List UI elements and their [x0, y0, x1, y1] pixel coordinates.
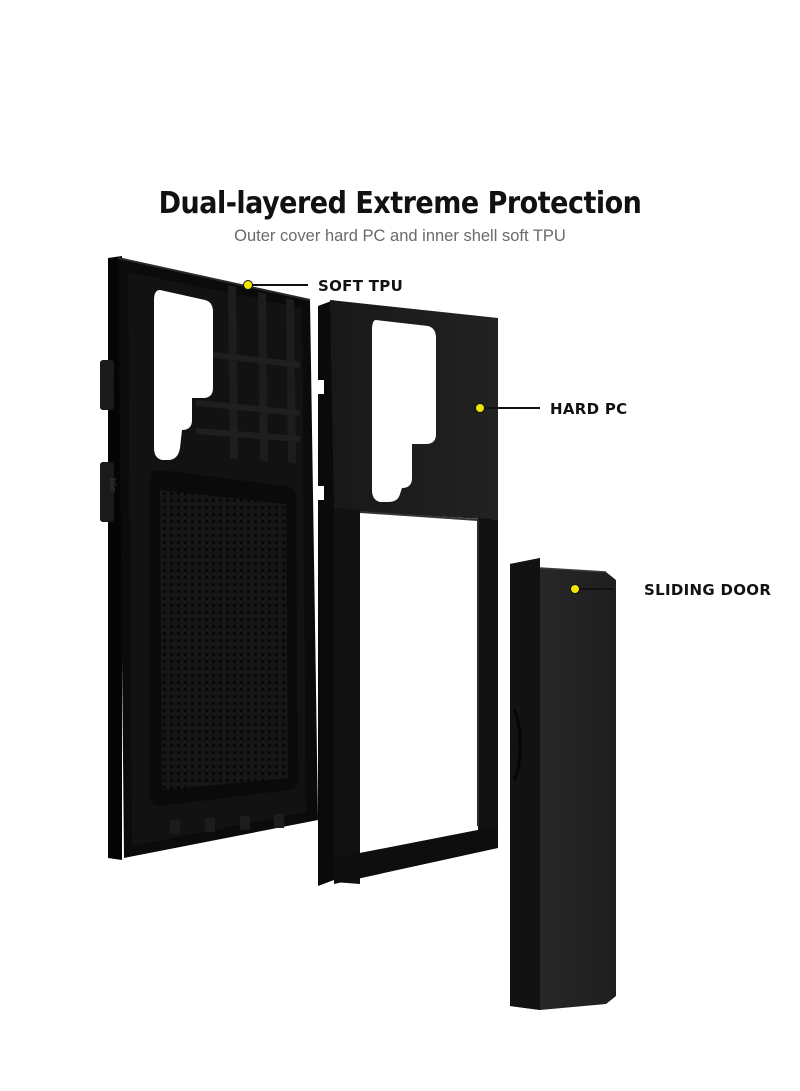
soft-tpu-inner-shell [100, 256, 318, 860]
label-soft-tpu: SOFT TPU [318, 277, 404, 295]
page-subtitle: Outer cover hard PC and inner shell soft… [234, 227, 566, 245]
callout-hard-pc-pointer [475, 403, 540, 413]
label-sliding-door: SLIDING DOOR [644, 581, 772, 599]
label-hard-pc: HARD PC [550, 400, 628, 418]
hard-pc-outer-frame [314, 300, 498, 886]
callout-sliding-door-pointer [570, 584, 614, 594]
sliding-door [510, 558, 616, 1010]
callout-soft-tpu-pointer [243, 280, 308, 290]
page-title: Dual-layered Extreme Protection [158, 186, 642, 221]
brand-mark: blio [108, 478, 118, 492]
